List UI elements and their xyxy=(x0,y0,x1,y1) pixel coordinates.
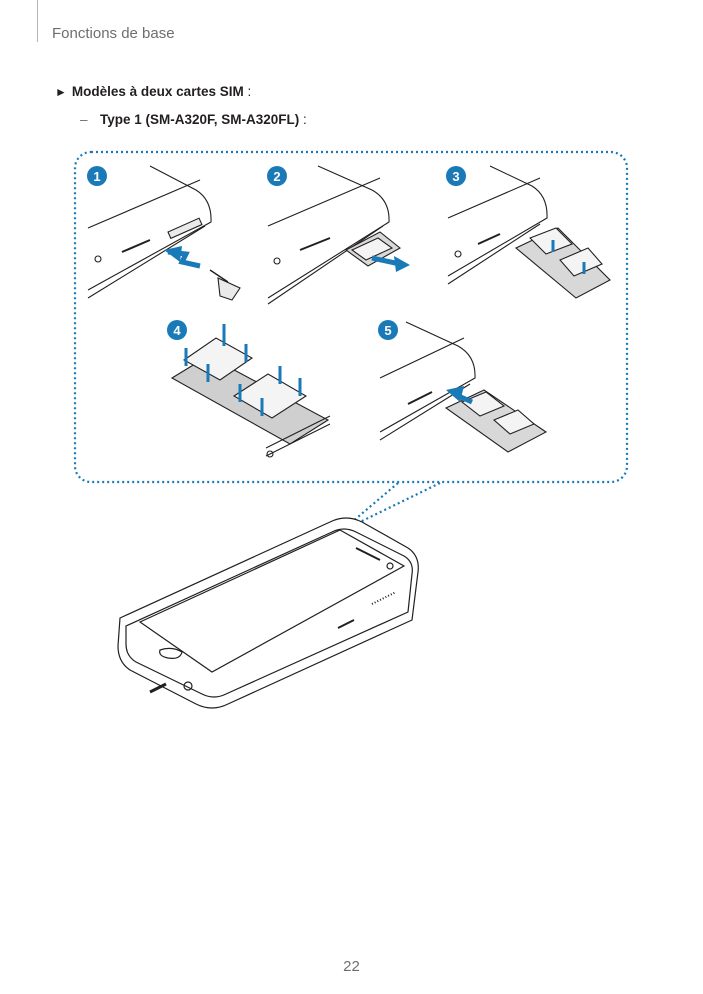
step-4-drawing xyxy=(170,337,331,458)
triangle-bullet-icon: ► xyxy=(55,85,67,99)
step-1-drawing xyxy=(87,165,241,301)
step-3-badge xyxy=(446,166,466,186)
step-4-badge xyxy=(167,320,187,340)
step-5-badge xyxy=(378,320,398,340)
section-title: Fonctions de base xyxy=(52,25,175,42)
sub-item: –Type 1 (SM-A320F, SM-A320FL) : xyxy=(80,112,307,127)
sub-item-text: Type 1 (SM-A320F, SM-A320FL) xyxy=(100,112,300,127)
step-2-arrowhead xyxy=(394,256,410,272)
step-1-badge xyxy=(87,166,107,186)
step-3-number: 3 xyxy=(452,169,459,184)
bullet-heading-suffix: : xyxy=(243,84,252,99)
step-1-number: 1 xyxy=(93,169,100,184)
step-4-arrows xyxy=(184,324,302,416)
step-2-drawing xyxy=(267,165,401,305)
dash-marker: – xyxy=(80,112,88,127)
step-1-arrowhead xyxy=(164,246,182,262)
step-2-number: 2 xyxy=(273,169,280,184)
page-number: 22 xyxy=(343,958,360,975)
step-2-badge xyxy=(267,166,287,186)
bullet-heading: ► Modèles à deux cartes SIM : xyxy=(55,84,251,99)
sub-item-suffix: : xyxy=(299,112,307,127)
step-5-number: 5 xyxy=(384,323,391,338)
step-3-arrows xyxy=(551,240,586,274)
step-4-number: 4 xyxy=(173,323,181,338)
step-5-drawing xyxy=(379,321,548,453)
step-5-arrowhead xyxy=(446,386,464,402)
callout-border xyxy=(73,150,629,484)
header-rule xyxy=(37,0,38,42)
phone-drawing xyxy=(117,517,419,709)
bullet-heading-text: Modèles à deux cartes SIM xyxy=(71,84,244,99)
step-3-drawing xyxy=(447,165,611,299)
callout-pointer xyxy=(351,482,441,523)
